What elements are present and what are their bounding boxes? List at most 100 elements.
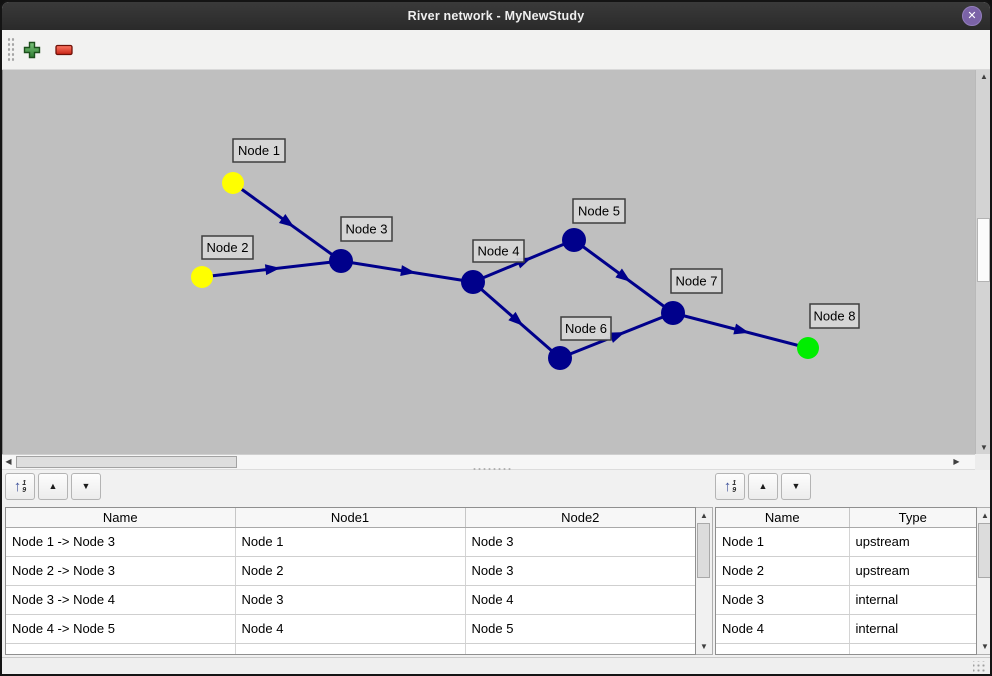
minus-icon <box>55 44 73 56</box>
horizontal-splitter-handle[interactable] <box>472 467 512 472</box>
node-label-box[interactable] <box>340 216 393 242</box>
table-cell[interactable]: Node 3 <box>716 585 850 615</box>
table-cell[interactable]: Node 4 <box>716 614 850 644</box>
table-cell[interactable]: upstream <box>849 556 976 586</box>
titlebar[interactable]: River network - MyNewStudy ✕ <box>2 2 990 30</box>
table-cell[interactable]: upstream <box>849 527 976 557</box>
move-node-down-button[interactable]: ▼ <box>781 473 811 500</box>
down-triangle-icon: ▼ <box>81 481 91 491</box>
node-label-box[interactable] <box>232 138 286 163</box>
node-circle[interactable] <box>461 270 485 294</box>
remove-node-button[interactable] <box>49 35 79 65</box>
table-cell[interactable]: internal <box>849 614 976 644</box>
vertical-scroll-thumb[interactable] <box>977 218 990 282</box>
table-cell[interactable]: Node 4 -> Node 5 <box>6 614 236 644</box>
node-label-box[interactable] <box>809 303 860 329</box>
node-label-text: Node 3 <box>346 222 388 237</box>
node-label-box[interactable] <box>201 235 254 260</box>
node-circle[interactable] <box>329 249 353 273</box>
table-cell[interactable]: Node 1 <box>235 527 466 557</box>
table-cell[interactable]: Node 4 <box>235 614 466 644</box>
scroll-up-icon[interactable]: ▲ <box>976 70 990 83</box>
column-header[interactable]: Node1 <box>235 508 466 528</box>
add-node-button[interactable] <box>17 35 47 65</box>
empty-row <box>6 643 695 654</box>
close-icon[interactable]: ✕ <box>962 6 982 26</box>
table-cell[interactable]: Node 2 <box>716 556 850 586</box>
resize-grip[interactable] <box>973 661 986 673</box>
node-circle[interactable] <box>191 266 213 288</box>
table-cell[interactable]: Node 3 <box>465 556 695 586</box>
scroll-down-icon[interactable]: ▼ <box>976 441 990 454</box>
move-link-down-button[interactable]: ▼ <box>71 473 101 500</box>
plus-icon <box>23 41 41 59</box>
table-cell[interactable]: Node 3 -> Node 4 <box>6 585 236 615</box>
links-table-scrollbar[interactable]: ▲ ▼ <box>696 507 713 655</box>
move-node-up-button[interactable]: ▲ <box>748 473 778 500</box>
table-cell[interactable]: Node 3 <box>235 585 466 615</box>
scroll-up-icon[interactable]: ▲ <box>977 509 990 522</box>
node-circle[interactable] <box>548 346 572 370</box>
node-circle[interactable] <box>562 228 586 252</box>
canvas-vertical-scrollbar[interactable]: ▲ ▼ <box>975 70 990 454</box>
table-cell[interactable]: Node 1 <box>716 527 850 557</box>
scroll-left-icon[interactable]: ◀ <box>5 457 12 466</box>
scroll-down-icon[interactable]: ▼ <box>977 640 990 653</box>
status-bar <box>2 657 990 674</box>
empty-row <box>716 643 976 654</box>
toolbar-drag-handle[interactable] <box>7 37 15 63</box>
node-label-box[interactable] <box>572 198 626 224</box>
horizontal-scroll-thumb[interactable] <box>16 456 237 468</box>
table-cell[interactable]: internal <box>849 585 976 615</box>
scroll-up-icon[interactable]: ▲ <box>696 509 712 522</box>
scroll-down-icon[interactable]: ▼ <box>696 640 712 653</box>
node-label-text: Node 5 <box>578 204 620 219</box>
node-label-box[interactable] <box>560 316 612 341</box>
node-label-box[interactable] <box>472 239 525 263</box>
up-triangle-icon: ▲ <box>758 481 768 491</box>
node-circle[interactable] <box>222 172 244 194</box>
links-scroll-thumb[interactable] <box>697 523 710 578</box>
move-link-up-button[interactable]: ▲ <box>38 473 68 500</box>
table-cell[interactable]: Node 3 <box>465 527 695 557</box>
node-label-text: Node 2 <box>207 240 249 255</box>
node-label-text: Node 6 <box>565 321 607 336</box>
nodes-scroll-thumb[interactable] <box>978 523 990 578</box>
table-cell[interactable]: Node 5 <box>465 614 695 644</box>
column-header[interactable]: Type <box>849 508 976 528</box>
nodes-table-scrollbar[interactable]: ▲ ▼ <box>977 507 990 655</box>
table-cell[interactable]: Node 2 <box>235 556 466 586</box>
scrollbar-corner <box>975 454 990 470</box>
scroll-right-icon[interactable]: ▶ <box>953 457 960 466</box>
table-cell[interactable]: Node 1 -> Node 3 <box>6 527 236 557</box>
node-label-box[interactable] <box>670 268 723 294</box>
table-cell[interactable]: Node 4 <box>465 585 695 615</box>
edge-arrow-icon <box>608 332 625 343</box>
column-header[interactable]: Name <box>6 508 236 528</box>
column-header[interactable]: Node2 <box>465 508 695 528</box>
edge-arrow-icon <box>733 323 750 335</box>
node-circle[interactable] <box>797 337 819 359</box>
column-header[interactable]: Name <box>716 508 850 528</box>
edge-arrow-icon <box>615 268 631 282</box>
up-triangle-icon: ▲ <box>48 481 58 491</box>
node-circle[interactable] <box>661 301 685 325</box>
table-cell[interactable]: Node 2 -> Node 3 <box>6 556 236 586</box>
